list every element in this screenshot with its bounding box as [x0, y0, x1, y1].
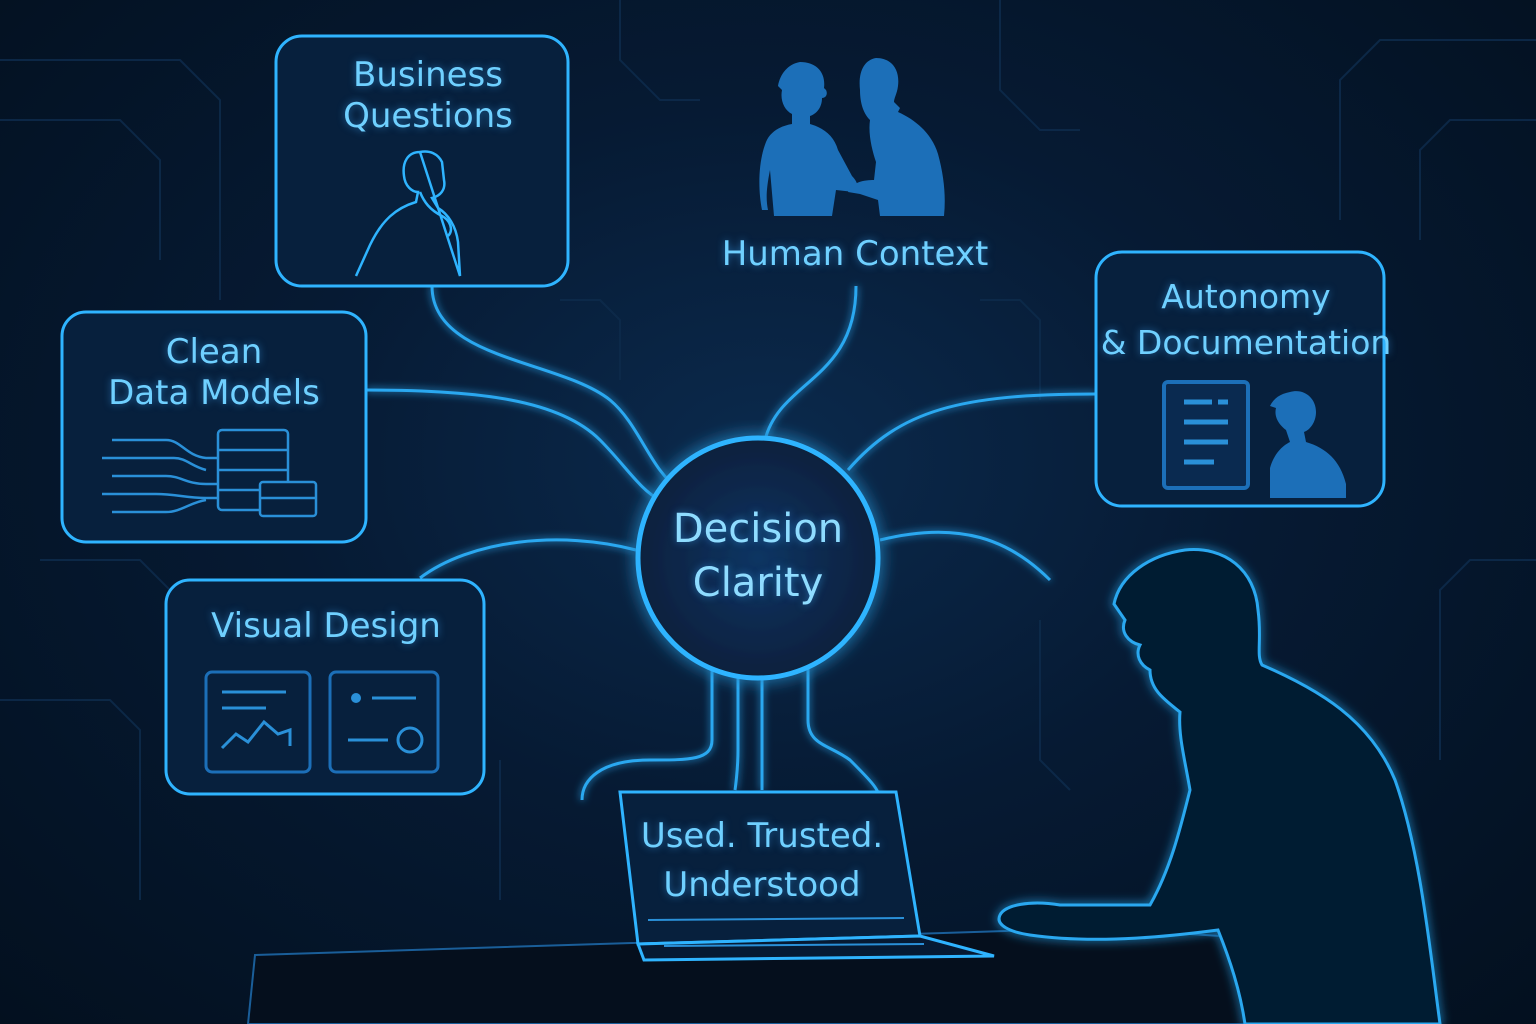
connector-laptop-right — [806, 660, 882, 801]
center-line2: Clarity — [692, 560, 824, 606]
connector-visual-design — [419, 538, 637, 580]
dashboard-panels-icon — [204, 670, 440, 774]
center-title: Decision Clarity — [618, 502, 898, 610]
autonomy-line2: & Documentation — [1100, 323, 1392, 363]
laptop-icon[interactable] — [604, 784, 1004, 964]
connector-right-branch — [879, 530, 1052, 582]
center-hub[interactable] — [610, 420, 910, 720]
laptop-line2: Understood — [663, 865, 861, 906]
connector-laptop-mid — [733, 664, 740, 791]
document-icon — [1162, 380, 1250, 490]
node-business-questions[interactable] — [270, 30, 576, 292]
laptop-line1: Used. Trusted. — [640, 816, 884, 856]
autonomy-line1: Autonomy — [1161, 277, 1331, 316]
connector-business-questions — [430, 285, 681, 492]
laptop-screen-text: Used. Trusted. Understood — [612, 812, 912, 911]
center-line1: Decision — [672, 506, 844, 552]
business-questions-line1: Business — [353, 55, 503, 95]
connector-human-context — [763, 285, 858, 441]
clean-data-title: Clean Data Models — [62, 332, 366, 414]
data-flow-tables-icon — [102, 428, 318, 518]
thinking-person-icon — [354, 150, 462, 277]
clean-data-line2: Data Models — [108, 372, 320, 413]
business-questions-title: Business Questions — [276, 55, 580, 137]
human-context-title: Human Context — [721, 234, 989, 274]
reader-person-icon — [1270, 391, 1346, 498]
handshake-people-icon — [759, 58, 945, 216]
clean-data-line1: Clean — [165, 332, 263, 372]
autonomy-title: Autonomy & Documentation — [1096, 274, 1396, 366]
visual-design-title: Visual Design — [211, 606, 441, 646]
person-silhouette — [997, 548, 1442, 1024]
business-questions-line2: Questions — [343, 95, 513, 136]
connector-clean-data — [365, 388, 661, 502]
connector-autonomy — [846, 392, 1097, 471]
connector-laptop-left — [580, 660, 714, 801]
node-autonomy-documentation[interactable] — [1090, 246, 1390, 512]
node-clean-data-models[interactable] — [56, 306, 372, 548]
node-visual-design[interactable] — [160, 574, 490, 800]
